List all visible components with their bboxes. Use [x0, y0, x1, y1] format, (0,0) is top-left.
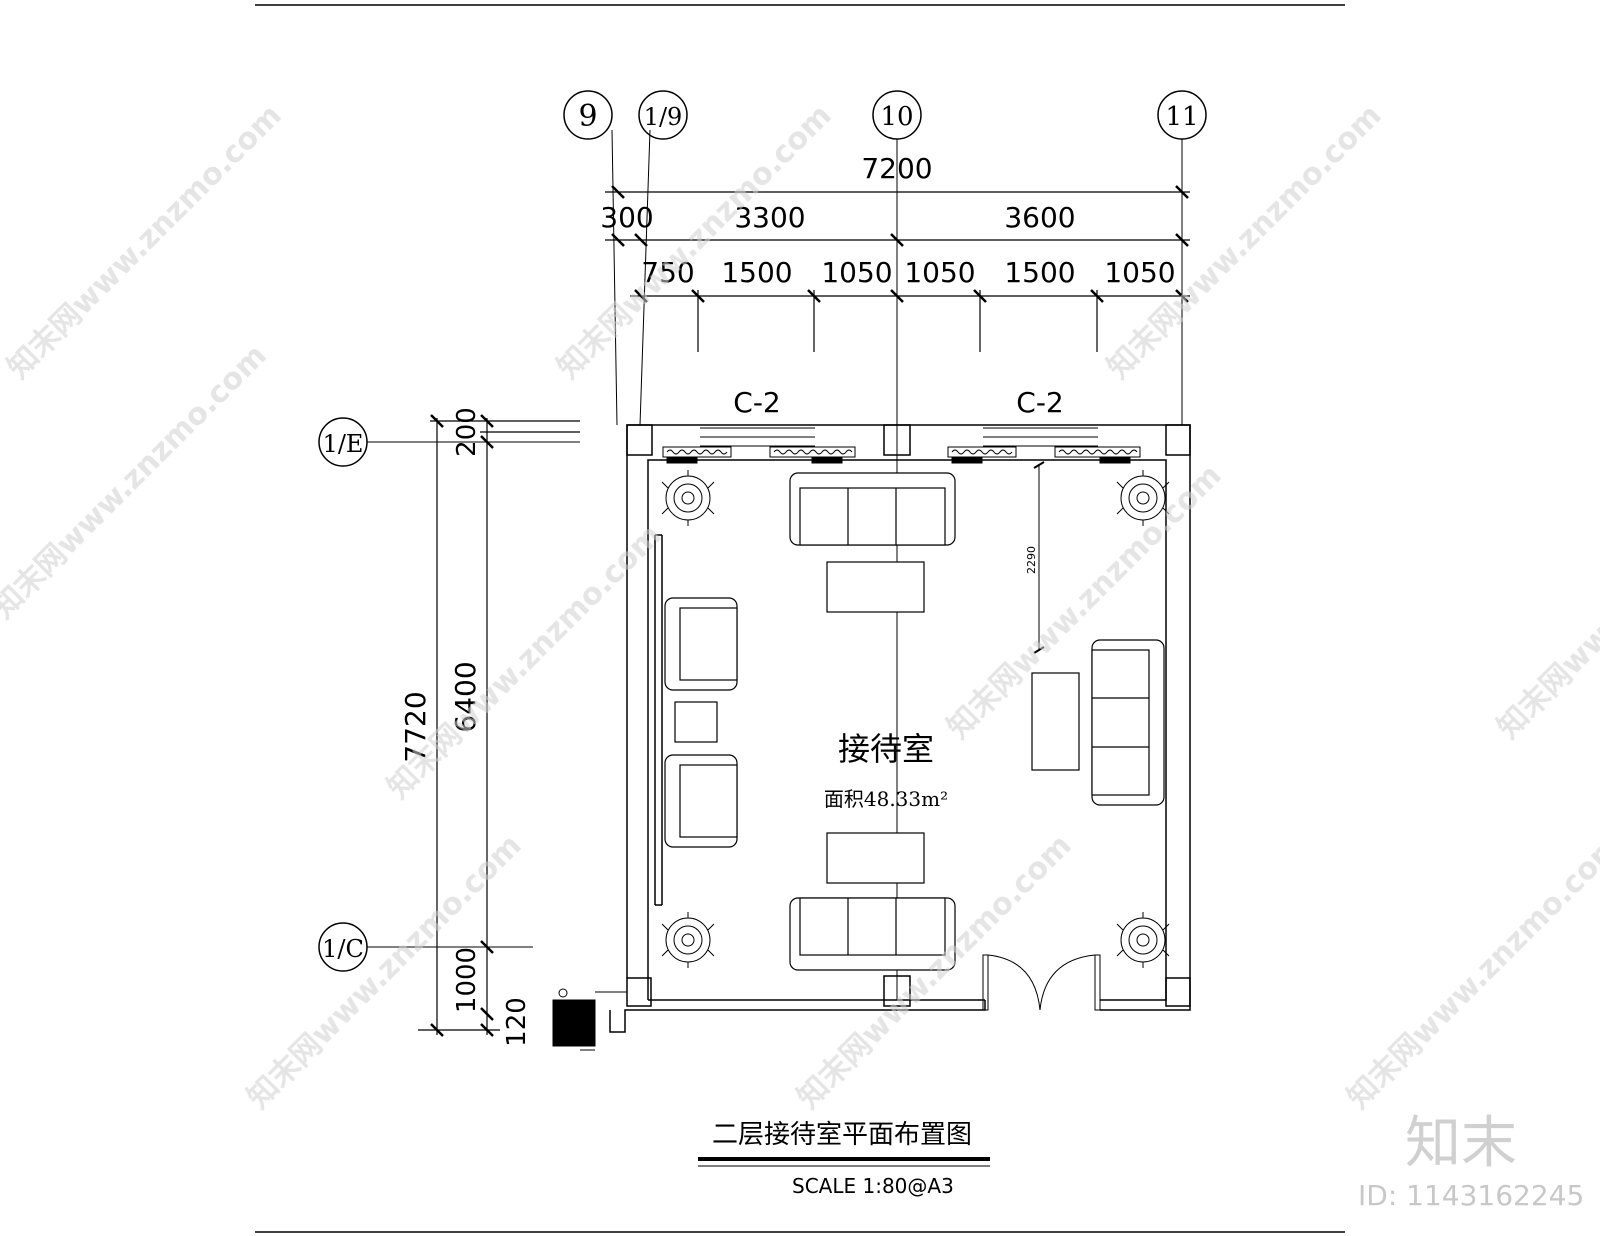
sofa-bottom [789, 897, 956, 971]
dim-left-6400: 6400 [449, 661, 482, 732]
plant-bottom-right [1116, 912, 1170, 968]
inner-dimension [1033, 461, 1045, 654]
svg-text:1/C: 1/C [322, 935, 364, 963]
tv-cabinet-right [1031, 672, 1080, 771]
dim-top-mid-2: 3300 [734, 201, 805, 234]
svg-text:知末网www.znzmo.com: 知末网www.znzmo.com [1491, 458, 1600, 746]
dim-inner-2290: 2290 [1025, 546, 1038, 574]
svg-text:知末网www.znzmo.com: 知末网www.znzmo.com [551, 98, 839, 386]
svg-text:知末网www.znzmo.com: 知末网www.znzmo.com [1101, 98, 1389, 386]
svg-text:1/E: 1/E [323, 430, 364, 458]
dim-top-detail-5: 1500 [1004, 256, 1075, 289]
dim-top-detail-2: 1500 [721, 256, 792, 289]
dim-left-120: 120 [502, 997, 532, 1047]
svg-text:11: 11 [1165, 102, 1198, 132]
window-label-left: C-2 [733, 386, 780, 419]
brand-logo: 知末 [1405, 1111, 1517, 1176]
dim-left-1000: 1000 [452, 947, 482, 1013]
svg-text:知末网www.znzmo.com: 知末网www.znzmo.com [241, 828, 529, 1116]
dim-left-total: 7720 [399, 691, 432, 762]
svg-text:知末网www.znzmo.com: 知末网www.znzmo.com [381, 518, 669, 806]
dim-top-total: 7200 [861, 152, 932, 185]
window-label-right: C-2 [1016, 386, 1063, 419]
sofa-right [1091, 639, 1165, 806]
drawing-title: 二层接待室平面布置图 [712, 1120, 972, 1150]
grid-axis-10: 10 [872, 90, 922, 140]
grid-axis-1-E: 1/E [318, 417, 580, 467]
window-c2-left [700, 427, 815, 447]
svg-text:9: 9 [578, 99, 597, 134]
bottom-left-fixture [552, 988, 627, 1051]
svg-text:知末网www.znzmo.com: 知末网www.znzmo.com [1341, 828, 1600, 1116]
entrance-door [982, 954, 1101, 1011]
svg-text:1/9: 1/9 [644, 103, 683, 131]
svg-text:知末网www.znzmo.com: 知末网www.znzmo.com [941, 458, 1229, 746]
grid-axis-11: 11 [1157, 90, 1207, 140]
room-walls [609, 424, 1191, 1033]
armchair-left-1 [664, 597, 738, 691]
dim-top-detail-4: 1050 [904, 256, 975, 289]
grid-axis-1-9: 1/9 [638, 90, 688, 140]
dim-top-detail-3: 1050 [821, 256, 892, 289]
coffee-table-bottom [826, 832, 925, 884]
armchair-left-2 [664, 754, 738, 848]
sofa-top [789, 472, 956, 546]
window-c2-right [983, 427, 1098, 447]
plant-bottom-left [661, 912, 715, 968]
drawing-scale: SCALE 1:80@A3 [792, 1174, 954, 1198]
dimension-chain-top [605, 185, 1190, 352]
dim-left-200: 200 [452, 407, 482, 457]
image-id: ID: 1143162245 [1358, 1179, 1584, 1212]
dim-top-detail-1: 750 [641, 256, 694, 289]
grid-axis-1-C: 1/C [318, 922, 533, 972]
curtain-blocks [662, 446, 1141, 464]
plant-top-left [661, 470, 715, 526]
grid-axis-9: 9 [563, 90, 613, 140]
svg-text:10: 10 [880, 102, 913, 132]
dim-top-mid-1: 300 [600, 201, 653, 234]
dim-top-mid-3: 3600 [1004, 201, 1075, 234]
svg-text:知末网www.znzmo.com: 知末网www.znzmo.com [0, 338, 274, 626]
room-name: 接待室 [838, 730, 934, 768]
coffee-table-top [826, 561, 925, 613]
dimension-chain-left [418, 414, 580, 1037]
room-area: 面积48.33m² [824, 787, 948, 811]
side-table-left [674, 701, 718, 743]
dim-top-detail-6: 1050 [1104, 256, 1175, 289]
plant-top-right [1116, 470, 1170, 526]
